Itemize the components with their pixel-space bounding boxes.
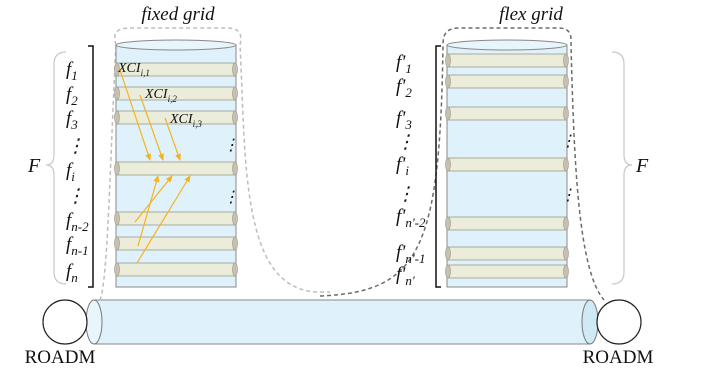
- fixed-label-1: f1: [66, 59, 78, 83]
- fixed-slot-end: [114, 211, 120, 226]
- fixed-label-3: f3: [66, 108, 78, 132]
- fixed-label-6: ⋮: [66, 186, 85, 207]
- fixed-label-9: fn: [66, 261, 78, 285]
- xci-arrow: [134, 175, 173, 223]
- flex-slot-end: [563, 106, 569, 121]
- fixed-slot-end: [232, 211, 238, 226]
- xci-arrow: [164, 117, 181, 161]
- fixed-slot-end: [114, 236, 120, 251]
- xci-arrows: [119, 69, 191, 264]
- flex-slot-end: [445, 74, 451, 89]
- fixed-ellipsis-1: ⋮: [223, 137, 239, 154]
- fixed-slot-end: [232, 110, 238, 125]
- fixed-slot-end: [232, 262, 238, 277]
- flex-label-7: f'n'-2: [396, 206, 426, 230]
- xci-arrow: [136, 175, 191, 264]
- flex-label-9: f'n': [396, 264, 415, 288]
- flex-slot-end: [445, 246, 451, 261]
- fixed-f-label: F: [27, 155, 41, 177]
- flex-ellipsis-2: ⋮: [560, 187, 576, 204]
- xci-arrow: [119, 69, 151, 161]
- flex-label-3: f'3: [396, 108, 412, 132]
- fiber-link: [85, 299, 599, 345]
- fixed-f-brace: [45, 51, 67, 285]
- flex-slot-end: [445, 216, 451, 231]
- fixed-slot-end: [114, 262, 120, 277]
- flex-grid-slots: [445, 53, 569, 279]
- fixed-slot: [116, 161, 236, 176]
- flex-slot: [447, 106, 567, 121]
- flex-ellipsis-1: ⋮: [560, 133, 576, 150]
- xci-label-3: XCIi,3: [169, 112, 202, 129]
- flex-slot-end: [445, 264, 451, 279]
- flex-grid-title: flex grid: [499, 4, 563, 25]
- flex-slot-end: [445, 157, 451, 172]
- flex-slot-end: [563, 216, 569, 231]
- fixed-label-5: fi: [66, 160, 75, 184]
- fixed-slot-end: [232, 62, 238, 77]
- flex-slot-end: [445, 53, 451, 68]
- flex-slot-end: [563, 264, 569, 279]
- fixed-slot: [116, 236, 236, 251]
- fixed-slot: [116, 211, 236, 226]
- fixed-slot-end: [232, 236, 238, 251]
- flex-slot-end: [563, 157, 569, 172]
- flex-slot: [447, 246, 567, 261]
- fixed-grid-projection: [114, 27, 330, 293]
- flex-grid-projection: [319, 27, 605, 301]
- flex-grid-labels: f'1f'2f'3⋮f'i⋮f'n'-2f'n'-1f'n': [396, 52, 426, 288]
- fixed-slot-end: [232, 86, 238, 101]
- fixed-ellipsis-2: ⋮: [223, 189, 239, 206]
- fixed-slot-end: [114, 62, 120, 77]
- fixed-label-8: fn-1: [66, 234, 89, 258]
- fixed-label-2: f2: [66, 84, 78, 108]
- flex-slot: [447, 264, 567, 279]
- roadm-left-node: [42, 299, 88, 345]
- flex-slot-end: [445, 106, 451, 121]
- flex-slot: [447, 157, 567, 172]
- fixed-slot-end: [114, 86, 120, 101]
- flex-f-label: F: [635, 155, 649, 177]
- fixed-slot-end: [114, 110, 120, 125]
- flex-label-2: f'2: [396, 76, 412, 100]
- flex-slot-end: [563, 74, 569, 89]
- flex-bracket: [435, 45, 441, 288]
- flex-label-6: ⋮: [396, 184, 415, 205]
- roadm-right-label: ROADM: [583, 347, 654, 368]
- flex-slot: [447, 216, 567, 231]
- flex-slot-end: [563, 53, 569, 68]
- fixed-grid-title: fixed grid: [141, 4, 215, 25]
- flex-slot-end: [563, 246, 569, 261]
- fixed-bracket: [88, 45, 94, 288]
- fixed-slot-end: [232, 161, 238, 176]
- fixed-label-4: ⋮: [66, 136, 85, 157]
- flex-slot: [447, 53, 567, 68]
- fixed-slot-end: [114, 161, 120, 176]
- flex-label-8: f'n'-1: [396, 242, 425, 266]
- xci-arrow: [137, 175, 160, 247]
- flex-label-5: f'i: [396, 154, 409, 178]
- flex-f-brace: [611, 51, 633, 285]
- flex-label-1: f'1: [396, 52, 412, 76]
- fixed-grid-projection-left: [99, 44, 117, 301]
- fixed-slot: [116, 262, 236, 277]
- flex-label-4: ⋮: [396, 132, 415, 153]
- xci-label-2: XCIi,2: [144, 87, 177, 104]
- roadm-left-label: ROADM: [25, 347, 96, 368]
- fixed-label-7: fn-2: [66, 210, 89, 234]
- flex-slot: [447, 74, 567, 89]
- xci-label-1: XCIi,1: [117, 61, 150, 78]
- roadm-right-node: [596, 299, 642, 345]
- xci-arrow: [139, 94, 164, 161]
